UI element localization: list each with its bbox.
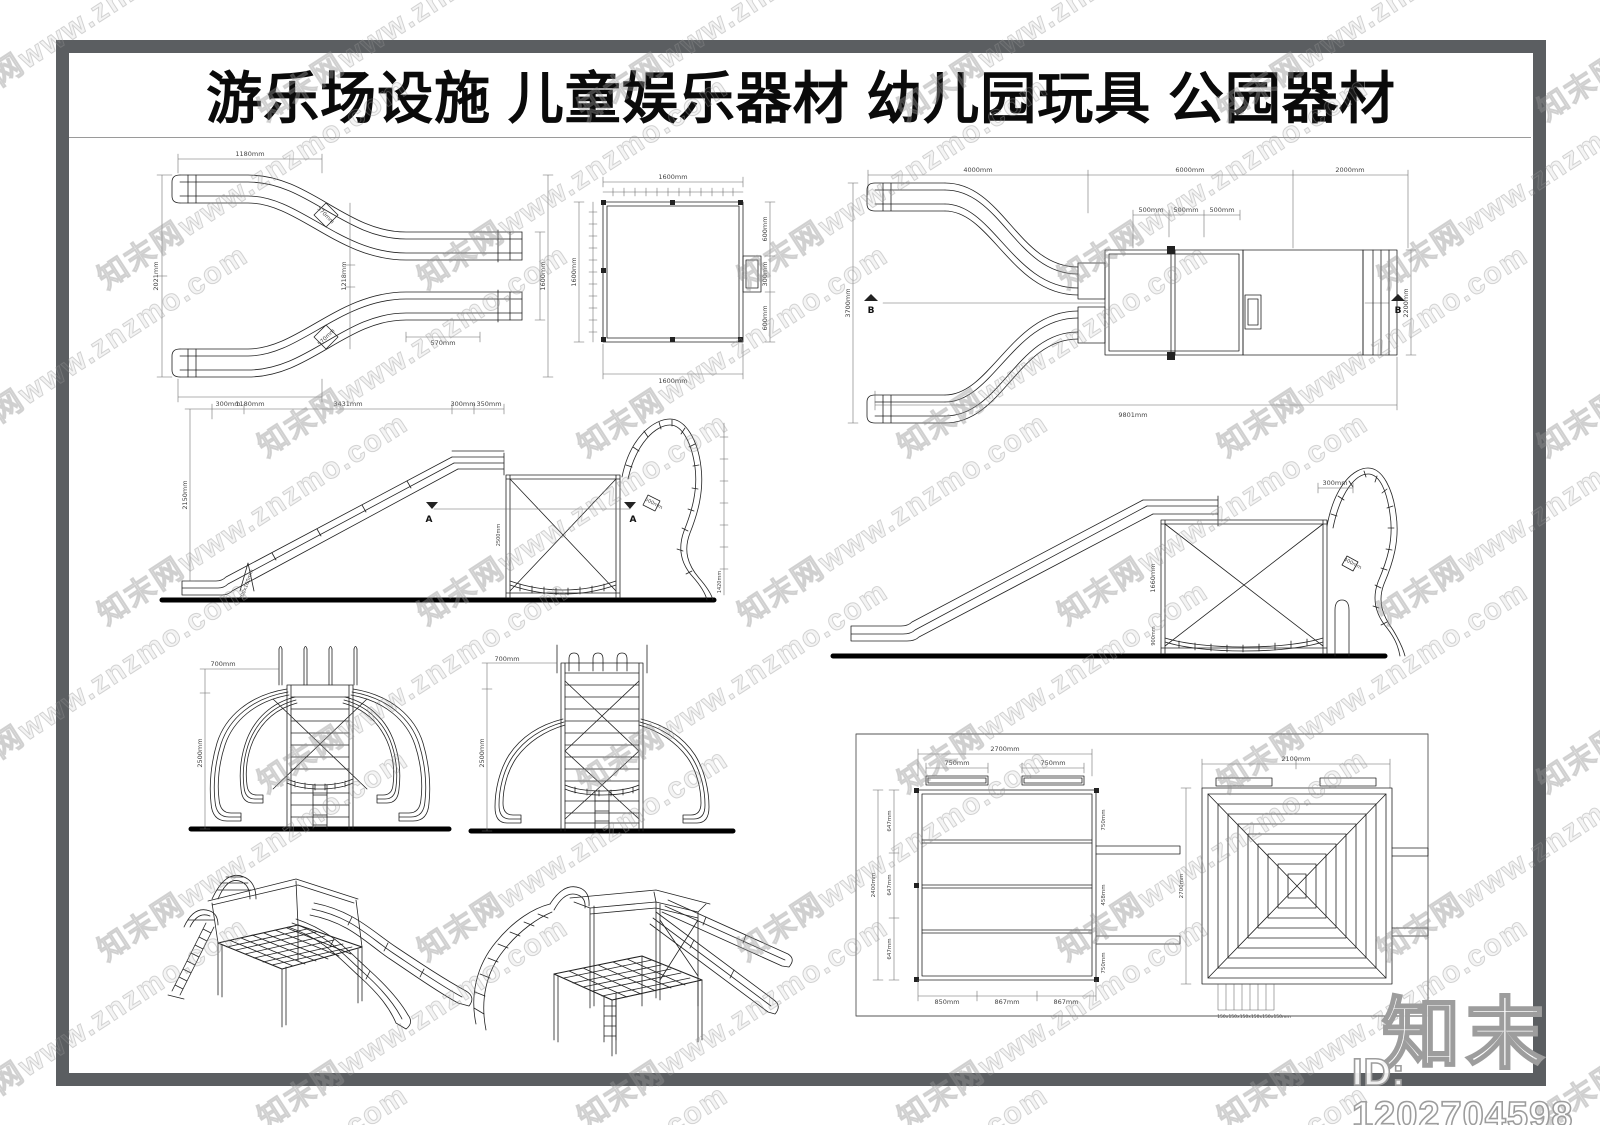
drawing-detail-plans: 2700mm 750mm 750mm 850mm 867mm 867mm 647… <box>855 733 1429 1020</box>
drawing-side-elevation-2: 400mm 300mm 1660mm 900mm <box>830 467 1406 659</box>
dim-label: 500mm <box>644 497 664 511</box>
dim-label: 2500mm <box>478 738 486 767</box>
dim-label: 647mm <box>887 810 893 831</box>
dim-label: 300mm <box>761 261 769 286</box>
dim-label: 2021mm <box>152 261 160 290</box>
dim-label: 2400mm <box>871 873 877 898</box>
dim-label: 300mm <box>215 400 240 408</box>
drawing-double-slide-plan: 570mm 570mm 1180mm 1180mm 2021mm 1218mm … <box>152 150 554 408</box>
dim-label: 570mm <box>430 339 455 347</box>
dim-label: 1600mm <box>570 257 578 286</box>
dim-label: 300mm <box>450 400 475 408</box>
dim-label: 850mm <box>934 998 959 1006</box>
dim-label: 2700mm <box>990 745 1019 753</box>
dim-label: 1600mm <box>658 377 687 385</box>
dim-label: 867mm <box>994 998 1019 1006</box>
dim-label: 1660mm <box>1149 563 1157 592</box>
dim-label: 647mm <box>887 938 893 959</box>
dim-label: 700mm <box>210 660 235 668</box>
dim-label: 1600mm <box>658 173 687 181</box>
dim-label: 1218mm <box>340 261 348 290</box>
dim-label: 6000mm <box>1175 166 1204 174</box>
title-divider <box>69 137 1531 138</box>
dim-label: 1420mm <box>717 571 723 594</box>
dim-label: 1180mm <box>235 150 264 158</box>
dim-label: 647mm <box>887 874 893 895</box>
drawing-front-view-2: 700mm 2500mm <box>468 644 736 834</box>
drawing-front-view-1: 700mm 2500mm <box>188 646 452 832</box>
dim-label: 900mm <box>1151 626 1157 645</box>
dim-label: 2500mm <box>496 524 502 547</box>
section-marker-b: B <box>868 306 875 316</box>
dim-label: 2100mm <box>1281 755 1310 763</box>
dim-label: 500mm <box>1173 206 1198 214</box>
dim-label: 500mm <box>1209 206 1234 214</box>
dim-label: 750mm <box>1040 759 1065 767</box>
section-marker-b: B <box>1395 306 1402 316</box>
dim-label: 458mm <box>1101 884 1107 905</box>
dim-label: 2000mm <box>1335 166 1364 174</box>
dim-label: 3431mm <box>333 400 362 408</box>
dim-label: 600mm <box>761 305 769 330</box>
dim-label: 867mm <box>1053 998 1078 1006</box>
dim-label: 750mm <box>944 759 969 767</box>
dim-label: 500mm <box>1138 206 1163 214</box>
dim-label: 2150mm <box>181 480 189 509</box>
dim-label: 9801mm <box>1118 411 1147 419</box>
section-marker-a: A <box>630 515 637 525</box>
drawing-side-elevation-1: A A 500mm 1420mm 300mm 3431mm 300mm 350m… <box>159 400 729 603</box>
brand-logo: 知末 <box>1381 989 1551 1080</box>
dim-label: 350mm <box>476 400 501 408</box>
dim-label: 700mm <box>494 655 519 663</box>
dim-label: 3700mm <box>844 288 852 317</box>
dim-label: 1180mm <box>235 400 264 408</box>
dim-label: 300mm <box>1322 479 1347 487</box>
drawing-overall-plan: 4000mm 6000mm 2000mm 500mm 500mm 500mm B… <box>844 166 1417 424</box>
dim-label: 600mm <box>761 216 769 241</box>
section-marker-a: A <box>426 515 433 525</box>
dim-label: 2200mm <box>1402 288 1410 317</box>
dim-label: 2500mm <box>196 738 204 767</box>
dim-label: 150x150x150x150x150x150mm <box>1217 1014 1291 1020</box>
dim-label: 1600mm <box>539 261 547 290</box>
dim-label: 4000mm <box>963 166 992 174</box>
dim-label: 750mm <box>1101 809 1107 830</box>
dim-label: 750mm <box>1101 952 1107 973</box>
drawing-isometric-1 <box>167 874 473 1030</box>
page-title: 游乐场设施 儿童娱乐器材 幼儿园玩具 公园器材 <box>206 67 1396 130</box>
image-id: ID: 1202704598 <box>1351 1051 1574 1125</box>
drawing-isometric-2 <box>473 886 793 1057</box>
drawing-net-platform-plan: 1600mm 1600mm 1600mm 600mm 300mm 600mm <box>570 173 776 385</box>
dim-label: 2700mm <box>1179 874 1185 899</box>
